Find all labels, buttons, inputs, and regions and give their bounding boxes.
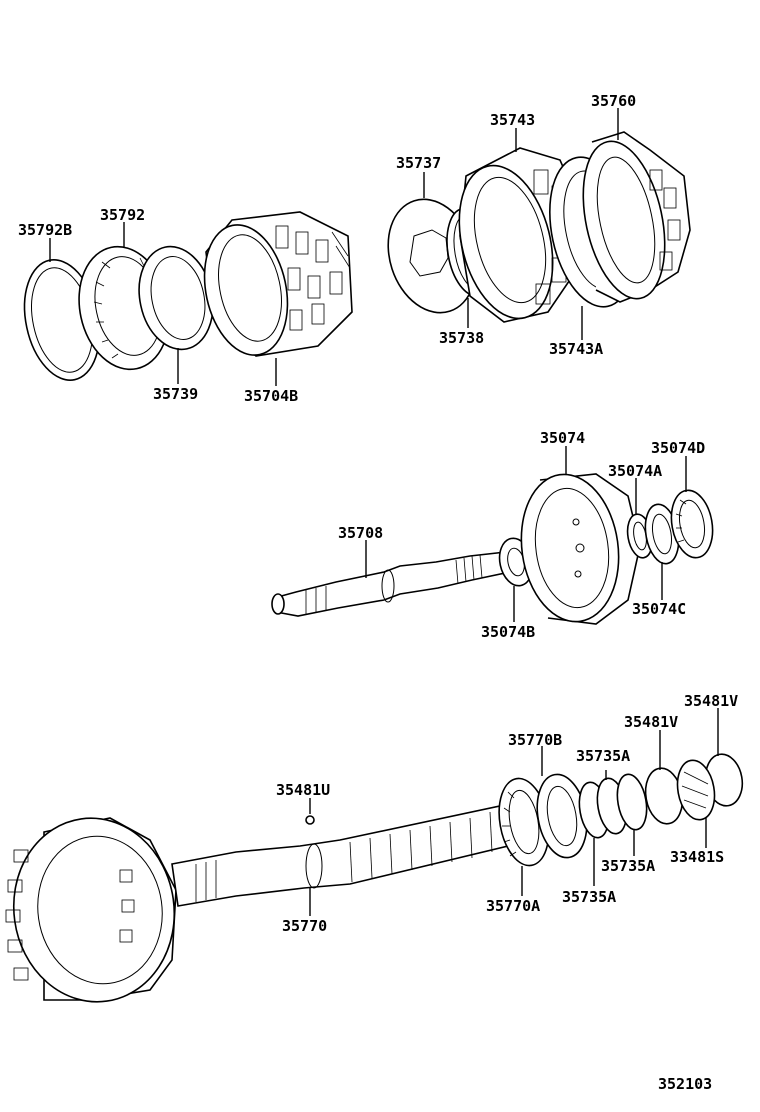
label-35770B: 35770B <box>508 731 562 749</box>
label-35074D: 35074D <box>651 439 705 457</box>
label-35735A-1: 35735A <box>576 747 630 765</box>
part-33481S-spring <box>676 759 716 821</box>
label-33481S: 33481S <box>670 848 724 866</box>
part-35481U-ball <box>305 815 315 825</box>
label-35708: 35708 <box>338 524 383 542</box>
label-35481V-mid: 35481V <box>624 713 678 731</box>
label-35074B: 35074B <box>481 623 535 641</box>
part-35770B-thrust-washer <box>536 773 588 859</box>
label-35792: 35792 <box>100 206 145 224</box>
part-35760-clutch-drum <box>582 131 691 303</box>
label-35735A-2: 35735A <box>601 857 655 875</box>
label-35481U: 35481U <box>276 781 330 799</box>
label-35074: 35074 <box>540 429 585 447</box>
label-35738: 35738 <box>439 329 484 347</box>
leader-lines <box>49 108 719 916</box>
label-35704B: 35704B <box>244 387 298 405</box>
part-35735A-seal-rings <box>578 773 648 839</box>
label-35074A: 35074A <box>608 462 662 480</box>
label-35792B: 35792B <box>18 221 72 239</box>
label-35074C: 35074C <box>632 600 686 618</box>
part-35770A-thrust-bearing <box>498 777 550 867</box>
part-35704B-planetary-gear <box>203 211 353 357</box>
label-35743A: 35743A <box>549 340 603 358</box>
label-35770: 35770 <box>282 917 327 935</box>
label-35737: 35737 <box>396 154 441 172</box>
diagram-number: 352103 <box>658 1075 712 1093</box>
part-35074-ring-gear <box>520 473 641 625</box>
label-35735A-3: 35735A <box>562 888 616 906</box>
label-35770A: 35770A <box>486 897 540 915</box>
part-35708-intermediate-shaft <box>271 551 511 617</box>
label-35760: 35760 <box>591 92 636 110</box>
label-35481V-top: 35481V <box>684 692 738 710</box>
part-35770-input-shaft-drum <box>5 805 509 1003</box>
label-35739: 35739 <box>153 385 198 403</box>
label-35743: 35743 <box>490 111 535 129</box>
